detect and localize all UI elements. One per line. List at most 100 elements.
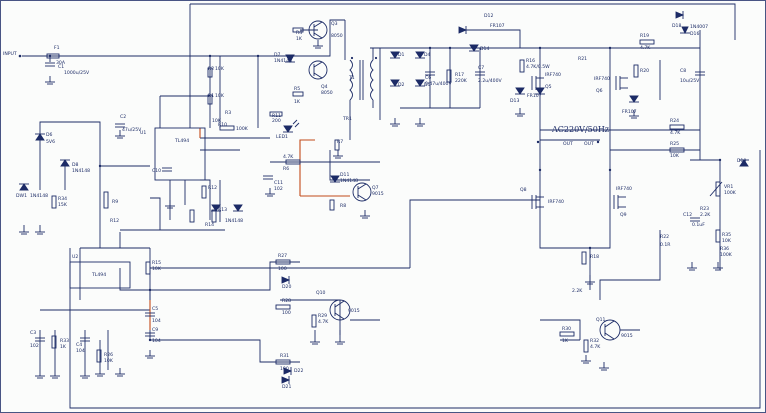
r6-val-label: 4.7K <box>283 154 294 160</box>
r3-label: R3 <box>225 110 231 116</box>
resistor-r16 <box>519 59 525 73</box>
r16-label: R16 <box>526 58 535 64</box>
r16-val-label: 4.7K/0.5W <box>526 64 550 70</box>
r12-label: R12 <box>110 218 119 224</box>
resistor-vr1 <box>715 181 721 197</box>
ic-u2: TL494 U2 <box>69 254 131 289</box>
resistor-r15 <box>145 261 151 275</box>
q9-label: Q9 <box>620 212 627 218</box>
r24-label: R24 <box>670 118 679 124</box>
r23-val-label: 2.2K <box>700 212 711 218</box>
r11-label: R11 <box>272 113 281 119</box>
resistor-r20 <box>633 64 639 78</box>
r7-label: R7 <box>337 139 343 145</box>
transformer-tr1: TR1 <box>342 20 378 140</box>
q6-type-label: IRF740 <box>594 76 610 82</box>
c1-val-label: 1000u/25V <box>64 70 90 76</box>
r33-val-label: 1K <box>60 344 67 350</box>
resistor-r18 <box>581 251 587 265</box>
c4-label: C4 <box>76 342 82 348</box>
r9-label: R9 <box>112 199 118 205</box>
dw1-name-label: 1N4148 <box>30 193 48 199</box>
r14-label: R14 <box>205 222 214 228</box>
diode-d10 <box>233 204 243 212</box>
r27-label: R27 <box>278 253 287 259</box>
r15-label: R15 <box>152 260 161 266</box>
t1-label: T1 <box>348 75 355 81</box>
u2-label: U2 <box>72 254 78 260</box>
r27-val-label: 100 <box>278 266 287 272</box>
r30-val-label: 1K <box>562 338 569 344</box>
r2-val-label: 10K <box>215 66 225 72</box>
diode-d17 <box>629 95 639 103</box>
resistors: F1 30A R2 10K R1 10K R4 1K R5 1K R10 100… <box>46 27 737 372</box>
diode-d20 <box>281 276 291 284</box>
transistor-q4 <box>308 60 328 80</box>
q4-type-label: 8050 <box>321 90 333 96</box>
diode-d14 <box>469 44 479 52</box>
resistor-r13 <box>211 209 217 223</box>
c3-val-label: 102 <box>30 343 39 349</box>
c5-val-label: 104 <box>152 318 161 324</box>
mosfet-q5 <box>531 76 544 90</box>
capacitors: C1 1000u/25V C2 47u/25V C6 0.47u/400V C7… <box>30 62 705 354</box>
r21-val-label: 2.2K <box>572 288 583 294</box>
r1-label: R1 <box>208 93 214 99</box>
transistor-q7 <box>352 182 372 202</box>
diode-d22 <box>283 367 293 375</box>
r26-label: R26 <box>104 352 113 358</box>
d2-label: D2 <box>398 82 405 88</box>
resistor-r10 <box>219 125 235 131</box>
f1-label: F1 <box>54 45 60 51</box>
resistor-r30 <box>559 331 575 337</box>
d20-label: D20 <box>282 284 291 290</box>
r29-label: R29 <box>318 313 327 319</box>
r4-val-label: 1K <box>296 36 303 42</box>
r12-label: R12 <box>208 185 217 191</box>
r10-val-label: 100K <box>236 126 249 132</box>
vr1-label: VR1 <box>724 184 733 190</box>
q8-type-label: IRF740 <box>548 199 564 205</box>
d7-label: D7 <box>274 52 281 58</box>
diode-d18 <box>675 11 685 19</box>
led1: LED1 <box>276 119 300 140</box>
d6-name-label: 5V6 <box>46 139 55 145</box>
gate-wires <box>149 128 350 330</box>
d17-name-label: FR107 <box>622 109 637 115</box>
resistor-r33 <box>51 335 57 349</box>
resistor-r35 <box>715 229 721 243</box>
annotations: INPUT AC220V/50Hz OUT OUT T1 R3 10K 2.2K… <box>3 51 733 294</box>
r18-label: R18 <box>590 254 599 260</box>
d5-label: D5 <box>424 82 431 88</box>
d8-label: D8 <box>72 162 79 168</box>
diode-dw1 <box>19 183 29 191</box>
resistor-r17 <box>446 69 452 83</box>
input-terminal <box>18 54 22 58</box>
r17-val-label: 220K <box>455 78 468 84</box>
mosfet-q8 <box>531 195 544 209</box>
r22-val-label: 0.1R <box>660 242 671 248</box>
d11-name-label: 1N4148 <box>340 178 358 184</box>
c8-label: C8 <box>680 68 686 74</box>
c8-val-label: 10u/25V <box>680 78 700 84</box>
r5-label: R5 <box>294 86 300 92</box>
diode-d13 <box>515 87 525 95</box>
diode-d9 <box>211 204 221 212</box>
capacitor-c5 <box>145 312 155 317</box>
d16-label: D16 <box>690 31 699 37</box>
resistor-r6 <box>285 159 301 165</box>
resistor-r8 <box>329 199 335 211</box>
resistor-r27 <box>275 259 291 265</box>
r3-val-label: 10K <box>212 118 222 124</box>
r25-label: R25 <box>670 141 679 147</box>
r4-label: R4 <box>296 30 302 36</box>
r34-val-label: 15K <box>58 202 68 208</box>
out-label-1: OUT <box>563 141 573 147</box>
diode-d21 <box>281 376 291 384</box>
r22-label: R22 <box>660 234 669 240</box>
transistor-q11 <box>599 319 621 341</box>
c4-val-label: 104 <box>76 348 85 354</box>
u1-type-label: TL494 <box>174 138 189 144</box>
capacitor-c2 <box>115 123 125 128</box>
